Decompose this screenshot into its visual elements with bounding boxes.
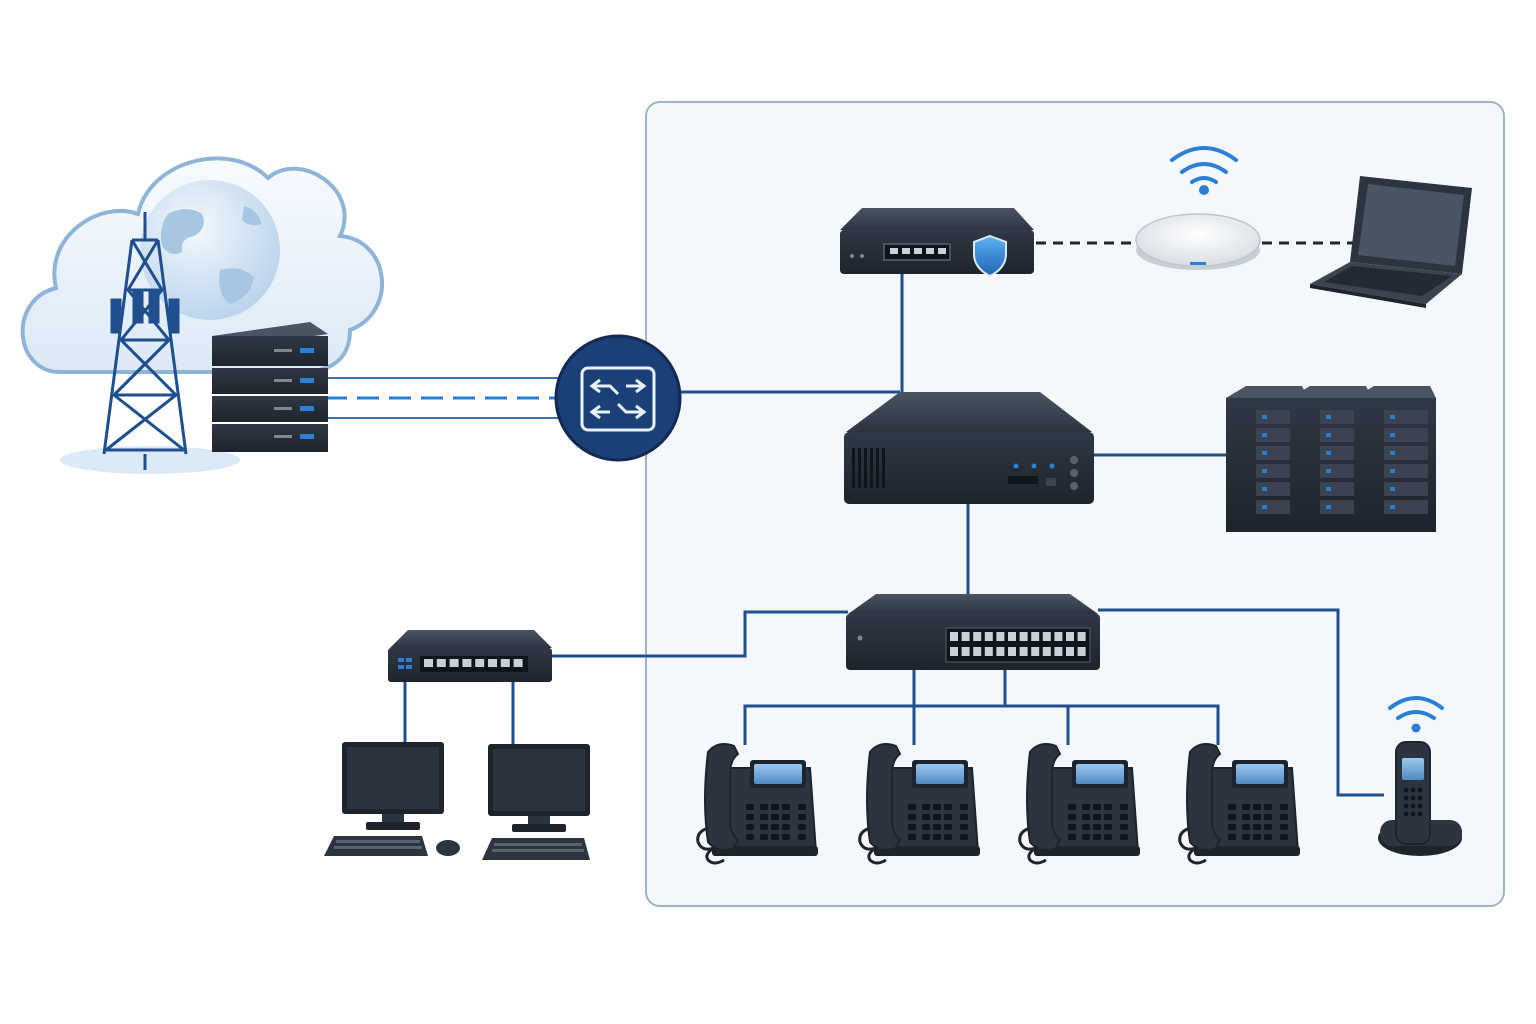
- desk-phone-2: [858, 743, 980, 865]
- switch-port: [996, 632, 1005, 641]
- wifi-access-point-icon: [1135, 146, 1261, 270]
- switch-port: [500, 659, 510, 667]
- switch-port: [1066, 632, 1074, 641]
- link-switch-cordless: [1098, 608, 1384, 797]
- connections: [325, 241, 1384, 797]
- desk-phone-3: [1018, 743, 1140, 865]
- switch-port: [950, 632, 958, 641]
- desk-phone-1: [696, 743, 818, 865]
- cloud-globe-icon: [20, 156, 384, 474]
- switch-port: [462, 659, 472, 667]
- switch-port: [475, 659, 485, 667]
- switch-port: [1077, 632, 1086, 641]
- desk-phone-4: [1178, 743, 1300, 865]
- switch-port: [1019, 647, 1028, 656]
- cordless-phone-icon: [1378, 696, 1462, 856]
- switch-port: [961, 647, 970, 656]
- switch-port: [436, 659, 446, 667]
- cell-tower-icon: [102, 212, 188, 470]
- desktop-computer-icon: [324, 742, 590, 860]
- desk-phone-icon: [696, 743, 1300, 865]
- switch-port: [449, 659, 459, 667]
- switch-port: [1008, 647, 1016, 656]
- switch-port: [984, 647, 993, 656]
- network-switch-icon: [846, 594, 1100, 670]
- switch-port: [973, 632, 982, 641]
- branch-switch-icon: [388, 630, 552, 682]
- switch-port: [1054, 647, 1063, 656]
- switch-port: [1031, 632, 1040, 641]
- firewall-shield-icon: [840, 208, 1034, 278]
- switch-port: [1042, 632, 1051, 641]
- router-switch-icon: [554, 334, 682, 462]
- switch-port: [996, 647, 1005, 656]
- switch-port: [1031, 647, 1040, 656]
- switch-port: [488, 659, 497, 667]
- switch-port: [1019, 632, 1028, 641]
- switch-port: [1077, 647, 1086, 656]
- switch-port: [961, 632, 970, 641]
- switch-port: [1066, 647, 1074, 656]
- pbx-appliance-icon: [844, 392, 1094, 504]
- server-tower-icon: [1226, 386, 1436, 532]
- switch-port: [950, 647, 958, 656]
- switch-port: [984, 632, 993, 641]
- laptop-icon: [1310, 176, 1472, 308]
- link-phone-bus: [743, 704, 1220, 745]
- switch-port: [973, 647, 982, 656]
- switch-port: [1008, 632, 1016, 641]
- link-switch-branch: [550, 610, 848, 658]
- switch-port: [1054, 632, 1063, 641]
- switch-port: [424, 659, 433, 667]
- switch-port: [513, 659, 523, 667]
- switch-port: [1042, 647, 1051, 656]
- server-stack-icon: [212, 322, 328, 452]
